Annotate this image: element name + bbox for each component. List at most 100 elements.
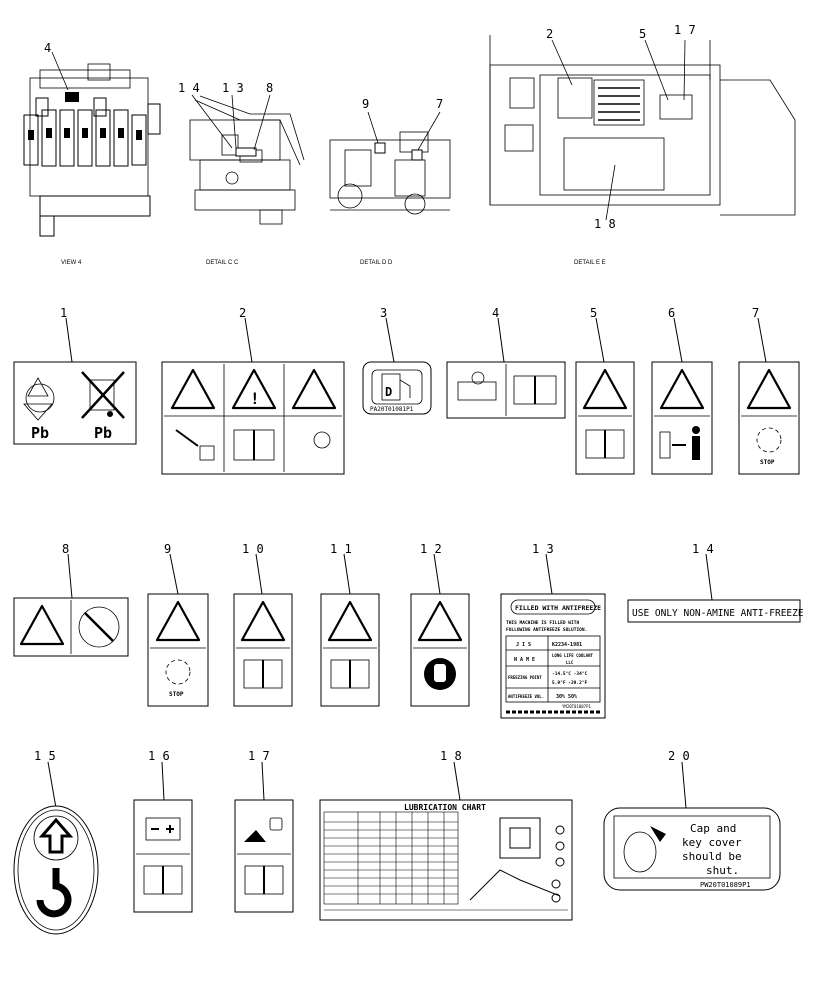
item-number-8: 8: [62, 542, 69, 556]
item-number-6: 6: [668, 306, 675, 320]
antifreeze-title: FILLED WITH ANTIFREEZE: [515, 604, 601, 612]
decal-11-warning: [320, 593, 380, 707]
svg-text:K2234-1981: K2234-1981: [552, 642, 582, 648]
hood-icon: [457, 381, 497, 401]
decal-8-warning-prohibit: [13, 597, 129, 657]
warning-crush-icon: [19, 604, 65, 646]
cap-line-4: shut.: [706, 864, 739, 877]
detailc-callout-14: 1 4: [178, 81, 200, 95]
item-number-10: 1 0: [242, 542, 264, 556]
battery-icon: [145, 817, 181, 841]
item-number-11: 1 1: [330, 542, 352, 556]
warning-belt-icon: [155, 600, 201, 642]
stop-text: STOP: [760, 459, 775, 466]
item-number-13: 1 3: [532, 542, 554, 556]
detaile-callout-17: 1 7: [674, 23, 696, 37]
detaile-callout-2: 2: [546, 27, 553, 41]
svg-text:30% 50%: 30% 50%: [556, 694, 577, 700]
svg-text:D: D: [385, 385, 392, 399]
cap-line-1: Cap and: [690, 822, 736, 835]
warning-exclamation-icon: [231, 368, 277, 410]
pb-right-text: Pb: [94, 424, 112, 442]
item-number-12: 1 2: [420, 542, 442, 556]
detaild-callout-7: 7: [436, 97, 443, 111]
book-icon: [233, 429, 275, 461]
warning-swing-icon: [659, 368, 705, 410]
svg-text:J I S: J I S: [516, 642, 531, 648]
view-4-caption: VIEW 4: [61, 260, 82, 266]
decal-14-non-amine: USE ONLY NON-AMINE ANTI-FREEZE: [627, 599, 804, 623]
detaile-callout-18: 1 8: [594, 217, 616, 231]
arrow-icon: [650, 826, 666, 842]
cap-line-2: key cover: [682, 836, 742, 849]
decal-7-fan: STOP: [738, 361, 800, 475]
distance-icon: [659, 431, 671, 459]
decal-3-fuel: D PA20T01081P1: [362, 361, 432, 415]
book-icon: [243, 659, 283, 689]
detailc-callout-8: 8: [266, 81, 273, 95]
item-number-16: 1 6: [148, 749, 170, 763]
decal-1-recycle: Pb Pb: [13, 361, 137, 445]
decal-2-triple-warning: !: [161, 361, 345, 475]
stop-text: STOP: [169, 691, 184, 698]
decal-9-rotation: STOP: [147, 593, 209, 707]
lock-icon: [269, 817, 283, 831]
non-amine-text: USE ONLY NON-AMINE ANTI-FREEZE: [632, 608, 804, 619]
up-arrow-icon: [33, 815, 79, 861]
decal-18-lubrication-chart: LUBRICATION CHART: [319, 799, 573, 921]
fuel-part-number: PA20T01081P1: [370, 406, 414, 413]
book-icon: [244, 865, 284, 895]
item-number-14: 1 4: [692, 542, 714, 556]
warning-bucket-icon: [291, 368, 337, 410]
detail-c-drawing: 1 4 1 3 8: [178, 81, 305, 225]
detail-c-caption: DETAIL C C: [206, 260, 239, 266]
svg-text:LLC: LLC: [566, 660, 574, 665]
stop-rotation-icon: [756, 427, 782, 453]
svg-text:N A M E: N A M E: [514, 657, 535, 663]
hook-icon: [36, 868, 72, 918]
warning-hand-icon: [240, 600, 286, 642]
excavator-diagram-icon: [469, 817, 565, 903]
decal-6-keep-distance: [651, 361, 713, 475]
decal-12-no-touch: [410, 593, 470, 707]
view-4-drawing: 4: [23, 41, 161, 237]
pb-left-text: Pb: [31, 424, 49, 442]
person-icon: [692, 426, 700, 434]
warning-crush-icon: [417, 600, 463, 642]
svg-text:-14.5°C -34°C: -14.5°C -34°C: [552, 671, 588, 677]
svg-text:LONG LIFE COOLANT: LONG LIFE COOLANT: [552, 653, 594, 658]
decal-20-cap-key-cover: Cap and key cover should be shut. PW20T0…: [603, 807, 781, 891]
cap-part-number: PW20T01089P1: [700, 881, 751, 889]
book-icon: [585, 429, 625, 459]
decal-5-warning: [575, 361, 635, 475]
detail-d-drawing: 9 7: [329, 97, 451, 215]
book-icon: [330, 659, 370, 689]
lever-icon: [244, 830, 266, 842]
item-number-15: 1 5: [34, 749, 56, 763]
lube-table: [323, 811, 459, 905]
item-number-7: 7: [752, 306, 759, 320]
svg-text:FOLLOWING ANTIFREEZE SOLUTION.: FOLLOWING ANTIFREEZE SOLUTION.: [506, 627, 587, 633]
svg-text:THIS MACHINE IS FILLED WITH: THIS MACHINE IS FILLED WITH: [506, 620, 579, 626]
decal-15-lift-hook: [13, 805, 99, 935]
item-number-9: 9: [164, 542, 171, 556]
detail-d-caption: DETAIL D D: [360, 260, 393, 266]
detaile-callout-5: 5: [639, 27, 646, 41]
item-number-5: 5: [590, 306, 597, 320]
svg-text:!: !: [250, 389, 260, 408]
lock-icon: [313, 431, 331, 449]
warning-bucket-icon: [327, 600, 373, 642]
item-number-3: 3: [380, 306, 387, 320]
crossed-bin-icon: [81, 371, 125, 419]
decal-16-battery: [133, 799, 193, 913]
cap-line-3: should be: [682, 850, 742, 863]
decal-13-antifreeze: FILLED WITH ANTIFREEZE THIS MACHINE IS F…: [500, 593, 606, 719]
item-number-18: 1 8: [440, 749, 462, 763]
detail-e-caption: DETAIL E E: [574, 260, 606, 266]
recycle-icon: [23, 377, 55, 421]
lube-title: LUBRICATION CHART: [404, 803, 486, 812]
view4-callout-4: 4: [44, 41, 51, 55]
warning-crush-icon: [582, 368, 628, 410]
detail-e-drawing: 2 5 1 7 1 8: [489, 23, 796, 231]
